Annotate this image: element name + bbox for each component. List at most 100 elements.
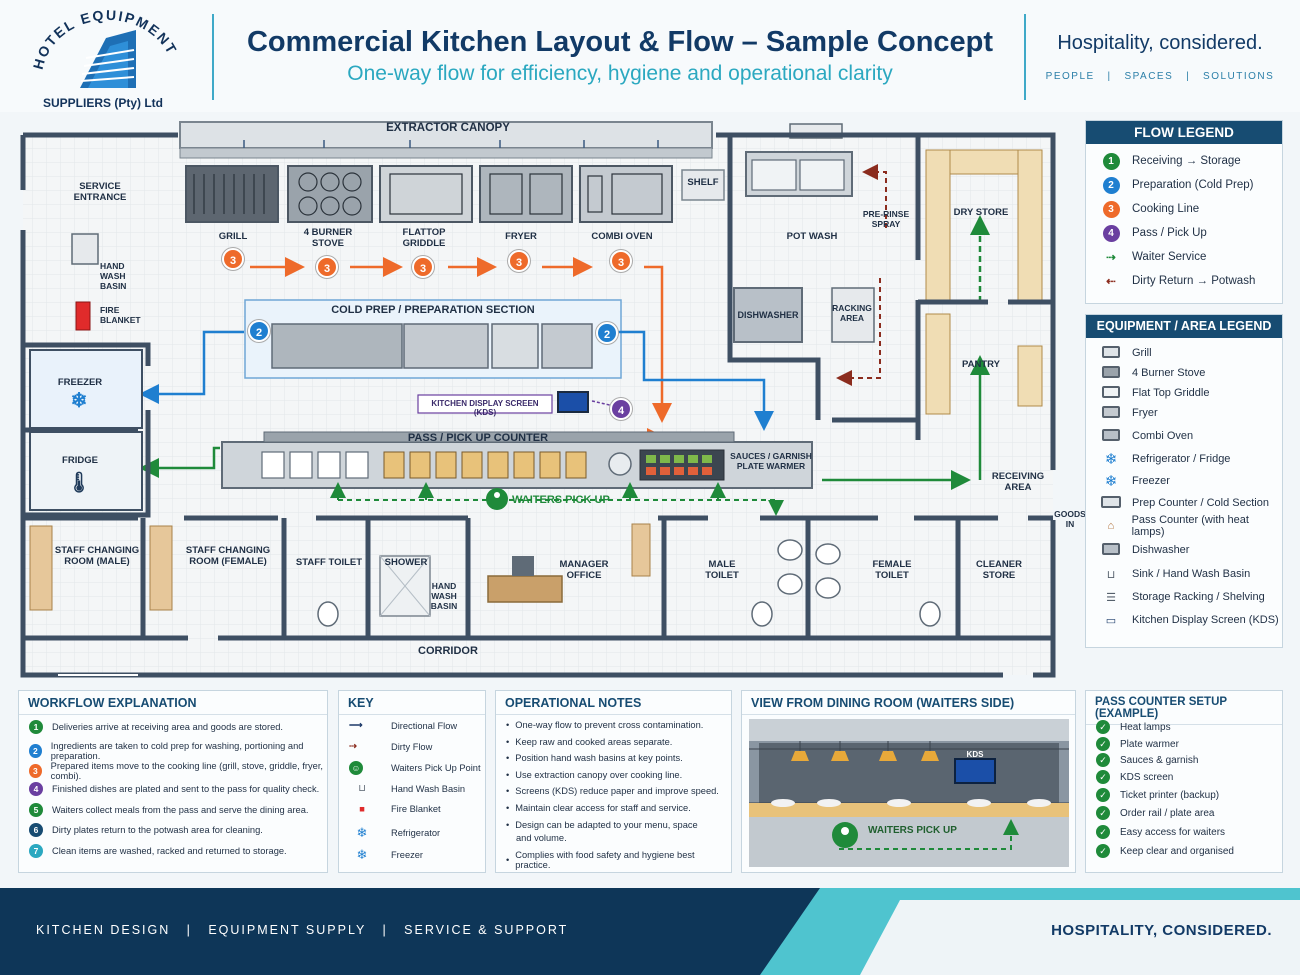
stove-label: 4 BURNER STOVE bbox=[303, 227, 353, 249]
check-icon: ✓ bbox=[1096, 825, 1110, 839]
flow-legend-label: Waiter Service bbox=[1132, 251, 1207, 263]
flow-legend-item: ⇠Dirty Return → Potwash bbox=[1100, 272, 1255, 290]
logo-building-icon: HOTEL EQUIPMENT bbox=[30, 7, 179, 88]
racking-icon: ☰ bbox=[1106, 591, 1116, 604]
tag-nav[interactable]: PEOPLE | SPACES | SOLUTIONS bbox=[1045, 71, 1275, 82]
key-panel: KEY ⟶Directional Flow ⇢Dirty Flow ☺Waite… bbox=[338, 690, 486, 873]
header: HOTEL EQUIPMENT SUPPLIERS (Pty) Ltd Comm… bbox=[0, 0, 1300, 112]
step-badge-3[interactable]: 3 bbox=[316, 256, 338, 278]
key-item: ❄Freezer bbox=[349, 847, 423, 863]
pass-setup-text: Keep clear and organised bbox=[1120, 845, 1234, 857]
workflow-item: 5 Waiters collect meals from the pass and… bbox=[29, 803, 308, 817]
equipment-legend-item: Combi Oven bbox=[1100, 427, 1193, 445]
step-badge-2[interactable]: 2 bbox=[248, 320, 270, 342]
kds-label: KITCHEN DISPLAY SCREEN (KDS) bbox=[431, 399, 539, 418]
step-badge-3[interactable]: 3 bbox=[610, 250, 632, 272]
equipment-legend-item: ⊔Sink / Hand Wash Basin bbox=[1100, 565, 1251, 583]
pantry-label: PANTRY bbox=[962, 359, 1000, 370]
freezer-label: FREEZER bbox=[57, 377, 103, 388]
female-toilet-label: FEMALE TOILET bbox=[872, 559, 912, 581]
step-badge-3[interactable]: 3 bbox=[412, 256, 434, 278]
freezer-icon: ❄ bbox=[356, 847, 368, 862]
pass-setup-item: ✓Ticket printer (backup) bbox=[1096, 788, 1219, 802]
key-item: ⇢Dirty Flow bbox=[349, 741, 432, 752]
equipment-legend-label: Kitchen Display Screen (KDS) bbox=[1132, 614, 1279, 626]
key-item: ⟶Directional Flow bbox=[349, 720, 457, 731]
fire-blanket-icon: ■ bbox=[359, 804, 365, 814]
cold-prep-label: COLD PREP / PREPARATION SECTION bbox=[331, 304, 535, 316]
step-badge-4[interactable]: 4 bbox=[610, 398, 632, 420]
check-icon: ✓ bbox=[1096, 720, 1110, 734]
step-badge-2[interactable]: 2 bbox=[596, 322, 618, 344]
note-text: Use extraction canopy over cooking line. bbox=[515, 770, 683, 780]
changing-male-label: STAFF CHANGING ROOM (MALE) bbox=[54, 545, 140, 567]
equipment-legend-item: Prep Counter / Cold Section bbox=[1100, 494, 1269, 512]
pass-setup-text: Ticket printer (backup) bbox=[1120, 789, 1220, 801]
key-title: KEY bbox=[339, 691, 485, 715]
note-item: •Position hand wash basins at key points… bbox=[506, 753, 683, 763]
equipment-legend-item: ▭Kitchen Display Screen (KDS) bbox=[1100, 611, 1279, 629]
pass-label: PASS / PICK UP COUNTER bbox=[407, 432, 549, 444]
company-logo[interactable]: HOTEL EQUIPMENT SUPPLIERS (Pty) Ltd bbox=[28, 7, 188, 110]
male-toilet-label: MALE TOILET bbox=[705, 559, 739, 581]
flow-legend-label: Pass / Pick Up bbox=[1132, 227, 1207, 239]
pass-setup-item: ✓Plate warmer bbox=[1096, 737, 1179, 751]
waiter-service-icon: ⇢ bbox=[1106, 252, 1116, 264]
dining-view-panel: VIEW FROM DINING ROOM (WAITERS SIDE) KDS… bbox=[741, 690, 1076, 873]
pass-setup-text: Heat lamps bbox=[1120, 721, 1171, 733]
step-badge-3[interactable]: 3 bbox=[508, 250, 530, 272]
pot-wash-label: POT WASH bbox=[786, 231, 838, 242]
pass-setup-text: Sauces & garnish bbox=[1120, 754, 1199, 766]
dining-pick-up-label: WAITERS PICK UP bbox=[868, 825, 957, 836]
note-text: Keep raw and cooked areas separate. bbox=[515, 737, 673, 747]
workflow-dot: 1 bbox=[29, 720, 43, 734]
equipment-legend-item: Dishwasher bbox=[1100, 541, 1189, 559]
equipment-legend-item: 4 Burner Stove bbox=[1100, 364, 1205, 382]
footer-links[interactable]: KITCHEN DESIGN | EQUIPMENT SUPPLY | SERV… bbox=[36, 923, 569, 937]
staff-toilet-label: STAFF TOILET bbox=[295, 557, 363, 568]
workflow-text: Waiters collect meals from the pass and … bbox=[52, 805, 309, 815]
sink-icon: ⊔ bbox=[1106, 568, 1116, 581]
sauces-label: SAUCES / GARNISH PLATE WARMER bbox=[730, 451, 812, 471]
workflow-dot: 5 bbox=[29, 803, 43, 817]
flow-legend-dot: 4 bbox=[1102, 224, 1120, 242]
dirty-return-icon: ⇠ bbox=[1106, 276, 1116, 288]
fridge-label: FRIDGE bbox=[62, 455, 98, 466]
pass-setup-item: ✓KDS screen bbox=[1096, 770, 1173, 784]
note-text: and volume. bbox=[516, 833, 567, 843]
fridge-thermometer-icon: 🌡 bbox=[66, 472, 92, 494]
griddle-icon bbox=[1102, 385, 1120, 398]
fryer-label: FRYER bbox=[505, 231, 537, 242]
workflow-text: Clean items are washed, racked and retur… bbox=[52, 846, 287, 856]
workflow-dot: 4 bbox=[29, 782, 43, 796]
check-icon: ✓ bbox=[1096, 753, 1110, 767]
logo-bottom-text: SUPPLIERS (Pty) Ltd bbox=[42, 96, 163, 110]
flow-legend-dot: 2 bbox=[1102, 176, 1120, 194]
equipment-legend-title: EQUIPMENT / AREA LEGEND bbox=[1086, 315, 1282, 338]
floor-plan: EXTRACTOR CANOPY SERVICE ENTRANCE HAND W… bbox=[18, 120, 1086, 680]
flow-legend-title: FLOW LEGEND bbox=[1086, 121, 1282, 144]
equipment-legend-label: Storage Racking / Shelving bbox=[1132, 591, 1265, 603]
equipment-legend-label: 4 Burner Stove bbox=[1132, 367, 1206, 379]
equipment-legend-label: Dishwasher bbox=[1132, 544, 1190, 556]
workflow-item: 1 Deliveries arrive at receiving area and… bbox=[29, 720, 283, 734]
step-badge-3[interactable]: 3 bbox=[222, 248, 244, 270]
workflow-text: Deliveries arrive at receiving area and … bbox=[52, 722, 283, 732]
dirty-flow-icon: ⇢ bbox=[349, 741, 357, 751]
workflow-dot: 3 bbox=[29, 764, 42, 778]
shower-label: SHOWER bbox=[384, 557, 428, 568]
check-icon: ✓ bbox=[1096, 844, 1110, 858]
combi-label: COMBI OVEN bbox=[591, 231, 653, 242]
pass-setup-item: ✓Order rail / plate area bbox=[1096, 806, 1215, 820]
equipment-legend-item: ⌂Pass Counter (with heat lamps) bbox=[1100, 514, 1282, 538]
hand-wash-2-label: HAND WASH BASIN bbox=[430, 581, 458, 611]
notes-title: OPERATIONAL NOTES bbox=[496, 691, 731, 715]
key-item: ⊔Hand Wash Basin bbox=[349, 783, 465, 794]
workflow-text: Dirty plates return to the potwash area … bbox=[52, 825, 263, 835]
